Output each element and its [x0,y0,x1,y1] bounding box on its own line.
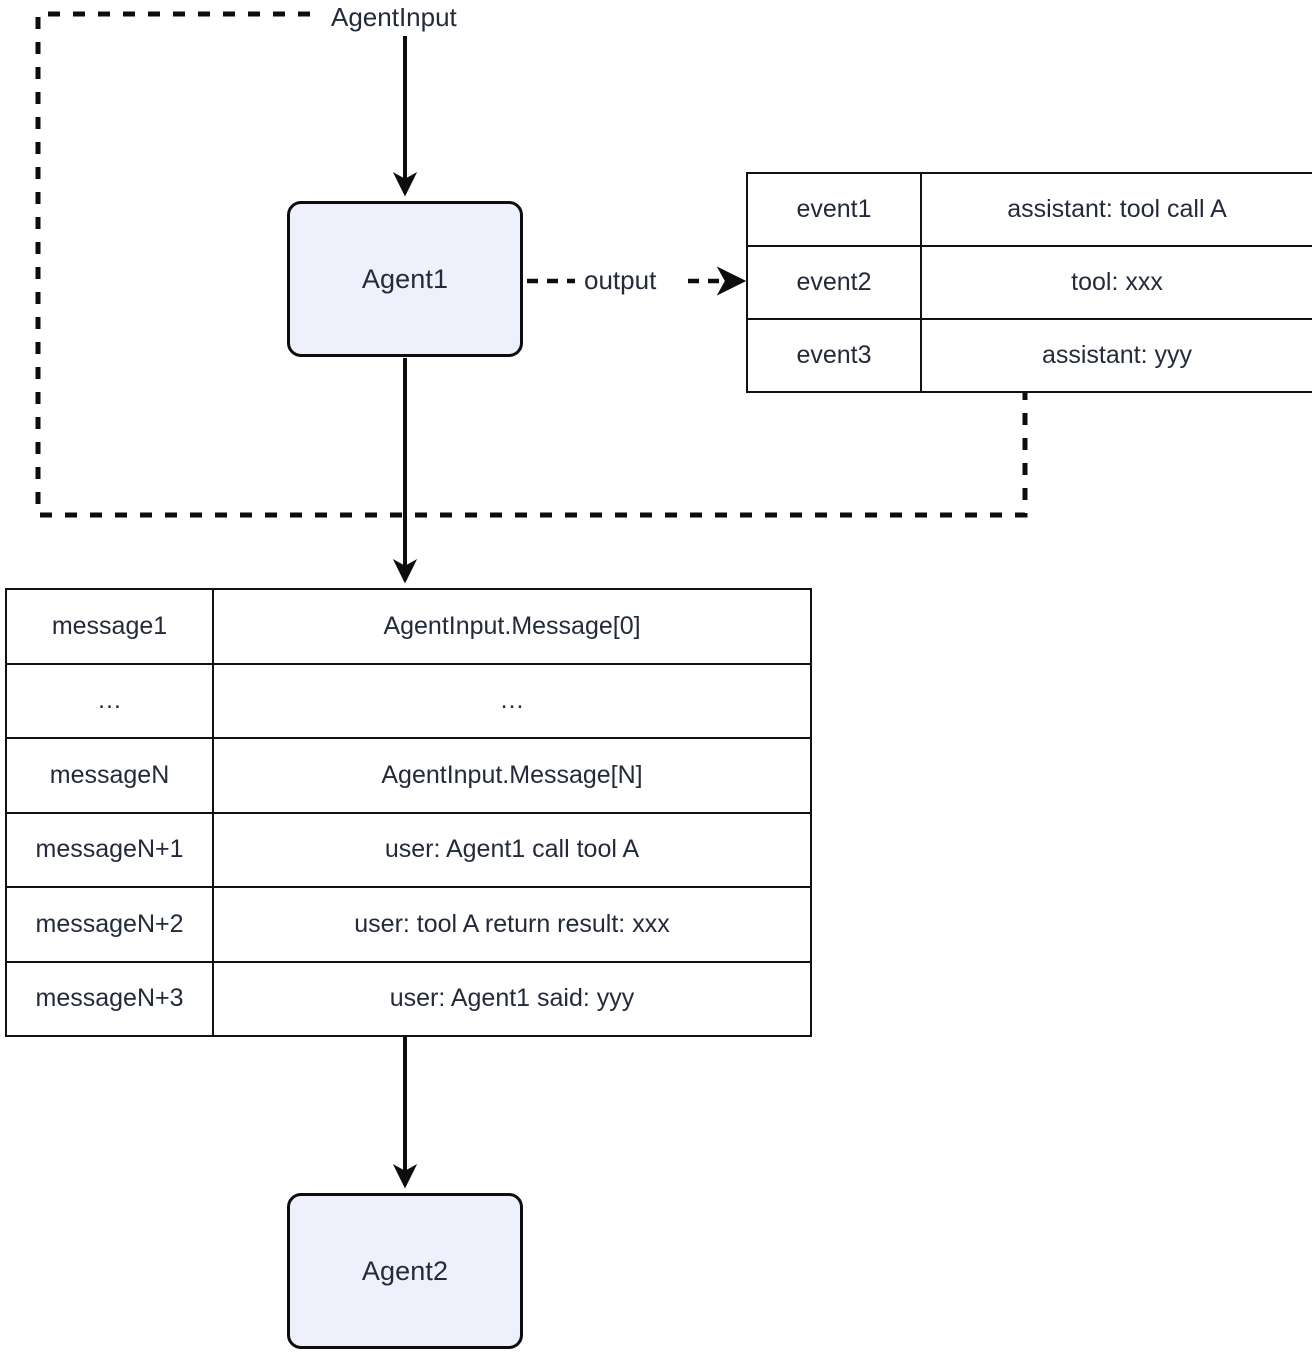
message-key-cell: messageN+2 [5,886,214,963]
message-key-cell: messageN+1 [5,811,214,888]
event-key-cell: event2 [746,245,922,320]
node-agent2-label: Agent2 [361,1255,449,1286]
event-value-cell: assistant: tool call A [920,172,1312,247]
event-key-cell: event3 [746,318,922,393]
message-value-cell: user: Agent1 said: yyy [212,960,812,1037]
table-row: event2 tool: xxx [746,245,1312,320]
message-table: message1 AgentInput.Message[0] … … messa… [5,588,812,1037]
table-row: event1 assistant: tool call A [746,172,1312,247]
event-value-cell: assistant: yyy [920,318,1312,393]
agent-input-label: AgentInput [331,2,457,32]
table-row: … … [5,662,812,739]
node-agent1[interactable]: Agent1 [287,201,523,357]
message-key-cell: message1 [5,588,214,665]
table-row: messageN AgentInput.Message[N] [5,737,812,814]
table-row: messageN+2 user: tool A return result: x… [5,886,812,963]
table-row: messageN+3 user: Agent1 said: yyy [5,960,812,1037]
node-agent1-label: Agent1 [361,263,449,294]
table-row: messageN+1 user: Agent1 call tool A [5,811,812,888]
message-key-cell: messageN [5,737,214,814]
event-value-cell: tool: xxx [920,245,1312,320]
message-value-cell: user: tool A return result: xxx [212,886,812,963]
table-row: event3 assistant: yyy [746,318,1312,393]
message-value-cell: … [212,662,812,739]
message-value-cell: user: Agent1 call tool A [212,811,812,888]
table-row: message1 AgentInput.Message[0] [5,588,812,665]
message-value-cell: AgentInput.Message[0] [212,588,812,665]
event-key-cell: event1 [746,172,922,247]
message-key-cell: messageN+3 [5,960,214,1037]
output-label: output [584,265,657,295]
message-key-cell: … [5,662,214,739]
message-value-cell: AgentInput.Message[N] [212,737,812,814]
event-table: event1 assistant: tool call A event2 too… [746,172,1312,393]
node-agent2[interactable]: Agent2 [287,1193,523,1349]
